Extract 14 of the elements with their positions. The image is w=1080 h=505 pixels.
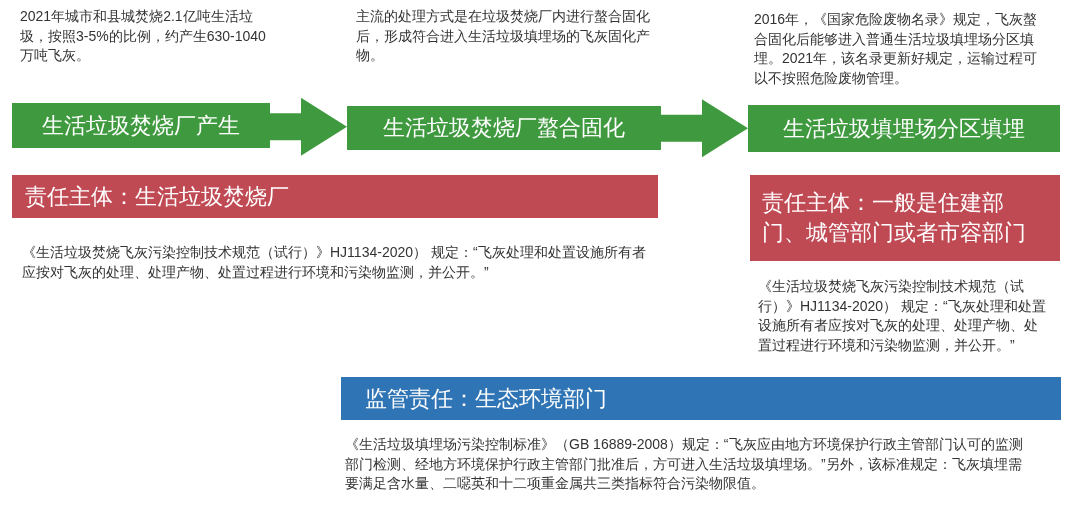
responsibility-banner: 责任主体：一般是住建部门、城管部门或者市容部门 bbox=[750, 175, 1060, 261]
regulation-text: 《生活垃圾焚烧飞灰污染控制技术规范（试行）》HJ1134-2020） 规定：“飞灰处理和处置设施所有者应按对飞灰的处理、处理产物、处置过程进行环境和污染物监测，并公开。” bbox=[22, 243, 647, 282]
process-box: 生活垃圾焚烧厂产生 bbox=[12, 103, 270, 148]
regulation-text: 《生活垃圾填埋场污染控制标准》（GB 16889-2008）规定：“飞灰应由地方环境保护行政主管部门认可的监测部门检测、经地方环境保护行政主管部门批准后，方可进入生活垃圾填埋场。”另外，该标准规定：飞灰填埋需要满足含水量、二噁英和十二项重金属共三类指标符合污染物限值。 bbox=[345, 435, 1024, 493]
regulation-text: 《生活垃圾焚烧飞灰污染控制技术规范（试行）》HJ1134-2020） 规定：“飞灰处理和处置设施所有者应按对飞灰的处理、处理产物、处置过程进行环境和污染物监测，并公开。” bbox=[758, 277, 1047, 355]
description-text: 2016年，《国家危险废物名录》规定，飞灰螯合固化后能够进入普通生活垃圾填埋场分区填埋。2021年，该名录更新好规定，运输过程可以不按照危险废物管理。 bbox=[754, 10, 1039, 88]
arrow bbox=[270, 97, 347, 156]
arrow bbox=[661, 99, 748, 158]
supervision-banner: 监管责任：生态环境部门 bbox=[341, 377, 1061, 420]
description-text: 2021年城市和县城焚烧2.1亿吨生活垃圾，按照3-5%的比例，约产生630-1040万吨飞灰。 bbox=[20, 7, 267, 65]
process-box: 生活垃圾焚烧厂螯合固化 bbox=[347, 106, 661, 150]
process-box: 生活垃圾填埋场分区填埋 bbox=[748, 105, 1060, 152]
responsibility-banner: 责任主体：生活垃圾焚烧厂 bbox=[12, 175, 658, 218]
description-text: 主流的处理方式是在垃圾焚烧厂内进行螯合固化后，形成符合进入生活垃圾填埋场的飞灰固化产物。 bbox=[356, 7, 651, 65]
